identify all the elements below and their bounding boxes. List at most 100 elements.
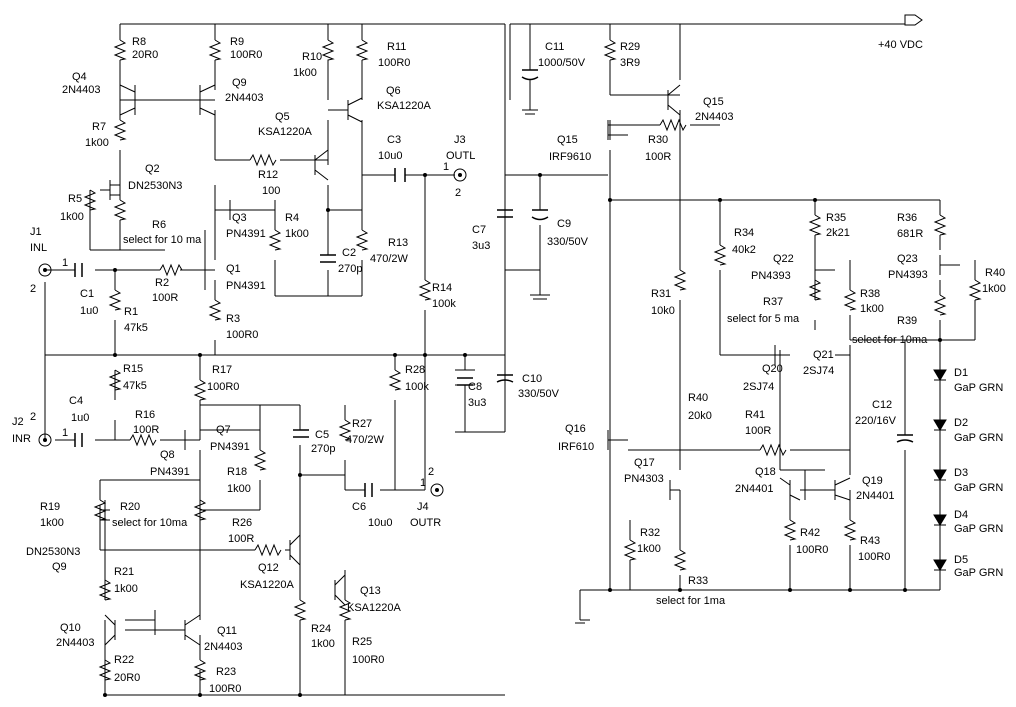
- lbl-Q8: Q8: [160, 449, 175, 461]
- lbl-R20: R20: [120, 501, 140, 513]
- lbl-C8: C8: [468, 381, 482, 393]
- lbl-R27v: 470/2W: [346, 434, 385, 446]
- lbl-R37: R37: [763, 296, 783, 308]
- lbl-Q9b: DN2530N3: [26, 546, 80, 558]
- lbl-R10: R10: [302, 51, 322, 63]
- lbl-R4: R4: [285, 212, 299, 224]
- lbl-R7v: 1k00: [85, 137, 109, 149]
- lbl-R41: R41: [745, 409, 765, 421]
- lbl-Q12: Q12: [258, 562, 279, 574]
- lbl-C12: C12: [872, 399, 892, 411]
- pin-J2-2: 2: [30, 411, 36, 423]
- lbl-R12: R12: [258, 169, 278, 181]
- lbl-R25: R25: [352, 636, 372, 648]
- lbl-R16: R16: [135, 409, 155, 421]
- lbl-R39: R39: [897, 315, 917, 327]
- lbl-R36v: 681R: [897, 228, 923, 240]
- lbl-R5: R5: [68, 193, 82, 205]
- lbl-R40v: 20k0: [688, 410, 712, 422]
- lbl-R18: R18: [227, 466, 247, 478]
- lbl-R5v: 1k00: [60, 211, 84, 223]
- lbl-J4: J4: [417, 501, 429, 513]
- lbl-Q15bv: 2N4403: [695, 111, 734, 123]
- lbl-R3v: 100R0: [226, 329, 258, 341]
- lbl-R15v: 47k5: [123, 380, 147, 392]
- lbl-R40av: 1k00: [982, 283, 1006, 295]
- pin-J2-1: 1: [62, 427, 68, 439]
- lbl-D4: D4: [954, 509, 968, 521]
- lbl-R19: R19: [40, 501, 60, 513]
- wires: [44, 23, 976, 696]
- lbl-C10: C10: [522, 373, 542, 385]
- lbl-R36: R36: [897, 212, 917, 224]
- lbl-J3v: OUTL: [446, 150, 475, 162]
- lbl-R20v: select for 10ma: [112, 517, 188, 529]
- lbl-R31: R31: [651, 288, 671, 300]
- lbl-C12v: 220/16V: [855, 415, 897, 427]
- lbl-Q23: Q23: [897, 253, 918, 265]
- resistors: [83, 39, 982, 681]
- lbl-Q17: Q17: [634, 457, 655, 469]
- lbl-Q16: Q16: [565, 423, 586, 435]
- lbl-Q9: Q9: [232, 77, 247, 89]
- supply-label: +40 VDC: [878, 39, 923, 51]
- lbl-Q20v: 2SJ74: [743, 381, 774, 393]
- lbl-Q17v: PN4303: [624, 473, 664, 485]
- lbl-C1: C1: [80, 288, 94, 300]
- pin-J1-1: 1: [62, 257, 68, 269]
- lbl-C9: C9: [557, 218, 571, 230]
- lbl-Q2v: DN2530N3: [128, 180, 182, 192]
- pin-J3-2: 2: [455, 187, 461, 199]
- capacitors: [74, 50, 914, 624]
- lbl-R21v: 1k00: [114, 583, 138, 595]
- lbl-R28: R28: [405, 364, 425, 376]
- lbl-Q9v: 2N4403: [225, 92, 264, 104]
- lbl-R39v: select for 10ma: [852, 334, 928, 346]
- lbl-Q3v: PN4391: [226, 228, 266, 240]
- lbl-D5: D5: [954, 554, 968, 566]
- lbl-C3v: 10u0: [378, 150, 402, 162]
- lbl-Q5: Q5: [275, 111, 290, 123]
- lbl-R27: R27: [352, 418, 372, 430]
- lbl-Q23v: PN4393: [888, 269, 928, 281]
- lbl-R18v: 1k00: [227, 483, 251, 495]
- lbl-R41v: 100R: [745, 425, 771, 437]
- lbl-R1: R1: [124, 306, 138, 318]
- lbl-D3: D3: [954, 467, 968, 479]
- lbl-Q13v: KSA1220A: [347, 602, 401, 614]
- lbl-R21: R21: [114, 566, 134, 578]
- lbl-R14v: 100k: [432, 298, 456, 310]
- lbl-R24: R24: [311, 623, 331, 635]
- lbl-R38: R38: [860, 288, 880, 300]
- lbl-Q16v: IRF610: [558, 441, 594, 453]
- lbl-R10v: 1k00: [293, 67, 317, 79]
- lbl-C11v: 1000/50V: [538, 57, 586, 69]
- lbl-R33: R33: [688, 575, 708, 587]
- lbl-Q4: Q4: [72, 71, 87, 83]
- lbl-C7: C7: [472, 224, 486, 236]
- lbl-Q9bv: Q9: [52, 561, 67, 573]
- lbl-C9v: 330/50V: [547, 236, 589, 248]
- lbl-C4: C4: [69, 395, 83, 407]
- lbl-R42v: 100R0: [796, 544, 828, 556]
- lbl-R11: R11: [387, 41, 406, 53]
- connectors: [38, 14, 923, 497]
- lbl-Q11: Q11: [217, 625, 237, 637]
- transistors: [99, 84, 960, 646]
- lbl-C6: C6: [352, 501, 366, 513]
- lbl-R9: R9: [230, 36, 244, 48]
- lbl-R26v: 100R: [228, 533, 254, 545]
- lbl-R30v: 100R: [645, 151, 671, 163]
- pin-J4-1: 1: [420, 477, 426, 489]
- lbl-C7v: 3u3: [472, 240, 490, 252]
- lbl-R32: R32: [640, 527, 660, 539]
- lbl-R6v: select for 10 ma: [123, 234, 202, 246]
- lbl-J2v: INR: [12, 433, 31, 445]
- lbl-R8: R8: [132, 36, 146, 48]
- lbl-R40a: R40: [985, 267, 1005, 279]
- lbl-R1v: 47k5: [124, 322, 148, 334]
- lbl-R23: R23: [216, 666, 236, 678]
- lbl-C8v: 3u3: [468, 397, 486, 409]
- lbl-C5v: 270p: [311, 443, 335, 455]
